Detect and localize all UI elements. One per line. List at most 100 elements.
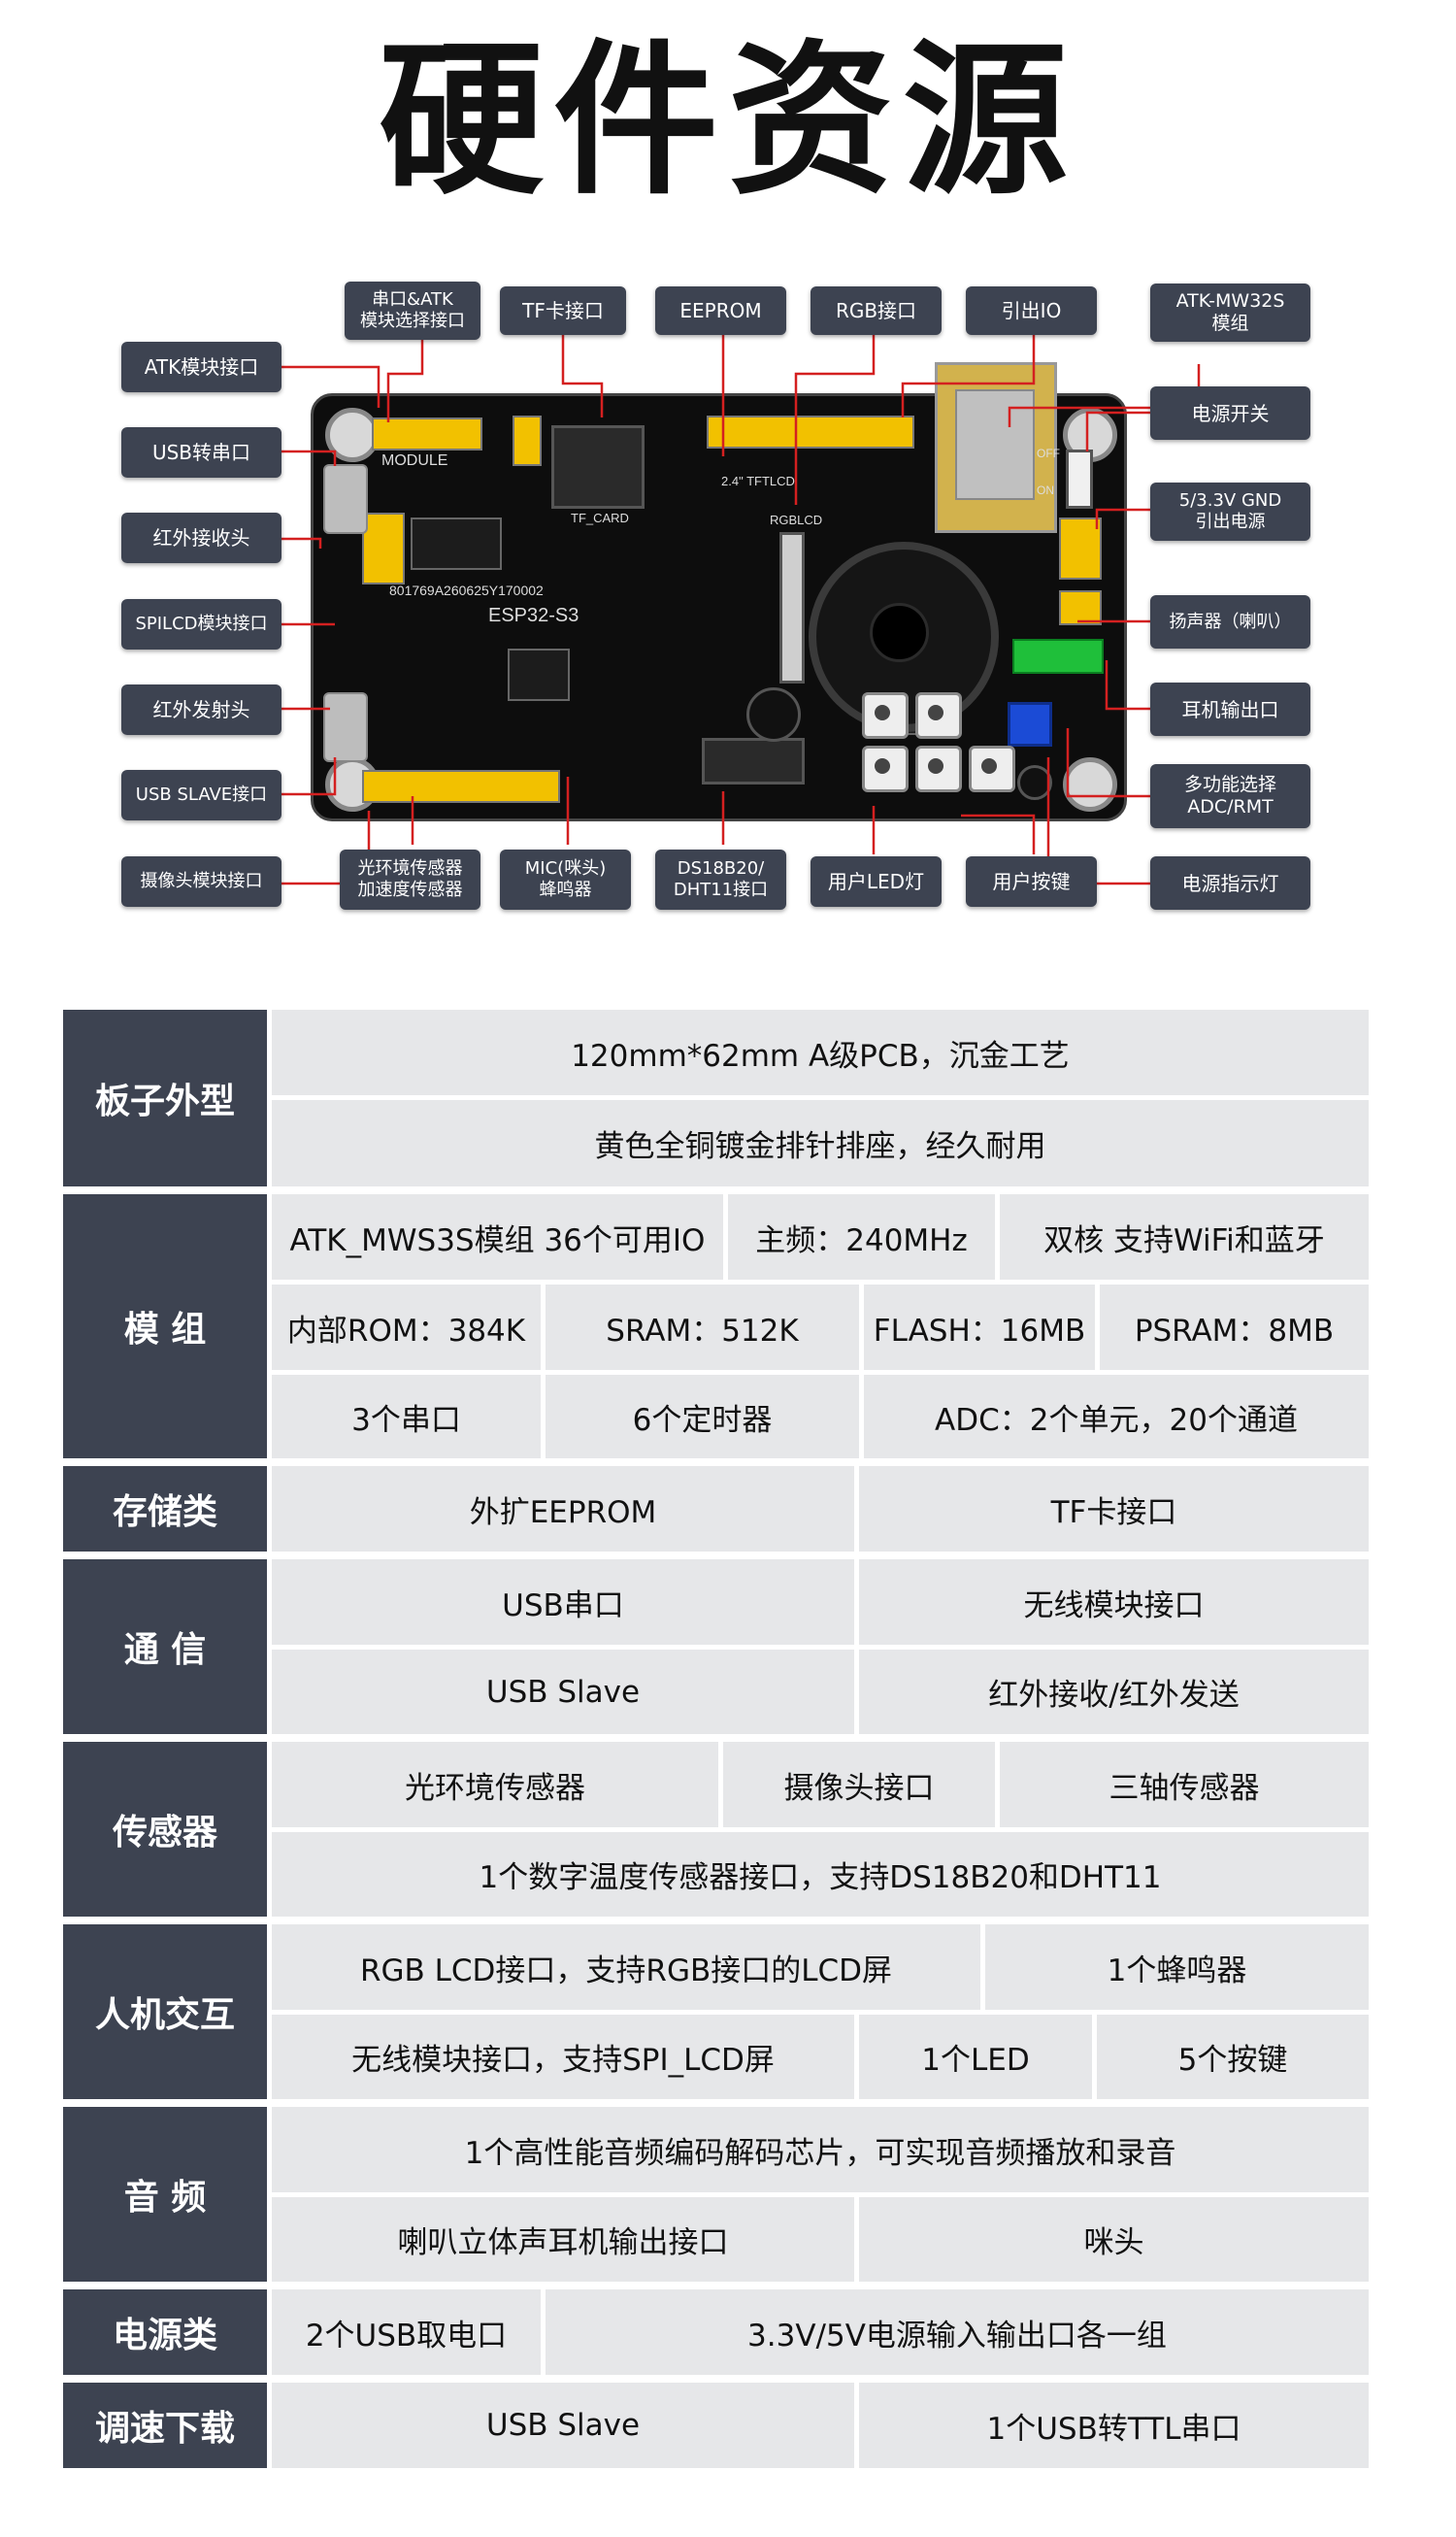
callout-speaker: 扬声器（喇叭） — [1150, 595, 1310, 649]
callout-headphone: 耳机输出口 — [1150, 683, 1310, 736]
uart-select-jumper — [513, 416, 542, 466]
category-label: 传感器 — [63, 1742, 267, 1917]
table-cell: 光环境传感器 — [272, 1742, 718, 1827]
callout-mic-buzzer: MIC(咪头) 蜂鸣器 — [500, 850, 631, 910]
category-label: 电源类 — [63, 2289, 267, 2375]
table-cell: 3个串口 — [272, 1375, 541, 1458]
table-row: 通 信 USB串口 无线模块接口 USB Slave 红外接收/红外发送 — [63, 1559, 1369, 1734]
table-cell: 3.3V/5V电源输入输出口各一组 — [546, 2289, 1369, 2375]
table-row: 音 频 1个高性能音频编码解码芯片，可实现音频播放和录音 喇叭立体声耳机输出接口… — [63, 2107, 1369, 2282]
table-row: 人机交互 RGB LCD接口，支持RGB接口的LCD屏 1个蜂鸣器 无线模块接口… — [63, 1924, 1369, 2099]
callout-spilcd: SPILCD模块接口 — [121, 599, 281, 650]
key2-button — [915, 692, 962, 739]
callout-rgb-interface: RGB接口 — [811, 286, 942, 335]
camera-header — [362, 770, 560, 803]
table-row: 调速下载 USB Slave 1个USB转TTL串口 — [63, 2383, 1369, 2468]
speaker-core — [870, 603, 929, 662]
callout-power-output: 5/3.3V GND 引出电源 — [1150, 483, 1310, 541]
table-cell: PSRAM：8MB — [1100, 1285, 1369, 1370]
power-out-header-2 — [1059, 590, 1102, 625]
page-title: 硬件资源 — [378, 25, 1077, 217]
callout-uart-atk-select: 串口&ATK 模块选择接口 — [345, 282, 480, 340]
table-cell: SRAM：512K — [546, 1285, 859, 1370]
tftlcd-text: 2.4" TFTLCD — [721, 474, 795, 488]
boot-button — [862, 692, 909, 739]
buzzer — [746, 687, 801, 742]
key0-button — [915, 746, 962, 792]
table-cell: 120mm*62mm A级PCB，沉金工艺 — [272, 1010, 1369, 1095]
dev-board-image: MODULE TF_CARD 2.4" TFTLCD RGBLCD 801769… — [311, 362, 1127, 821]
speaker — [809, 542, 999, 732]
callout-adc-rmt: 多功能选择 ADC/RMT — [1150, 764, 1310, 828]
table-cell: 咪头 — [859, 2197, 1369, 2282]
table-cell: 无线模块接口，支持SPI_LCD屏 — [272, 2015, 854, 2099]
callout-atk-module: ATK模块接口 — [121, 342, 281, 392]
category-label: 通 信 — [63, 1559, 267, 1734]
category-label: 人机交互 — [63, 1924, 267, 2099]
category-label: 音 频 — [63, 2107, 267, 2282]
callout-camera: 摄像头模块接口 — [121, 856, 281, 907]
callout-usb-uart: USB转串口 — [121, 427, 281, 478]
module-text: MODULE — [381, 452, 448, 469]
table-cell: 1个USB转TTL串口 — [859, 2383, 1369, 2468]
table-cell: 6个定时器 — [546, 1375, 859, 1458]
table-cell: RGB LCD接口，支持RGB接口的LCD屏 — [272, 1924, 980, 2010]
callout-usb-slave: USB SLAVE接口 — [121, 770, 281, 820]
table-cell: USB串口 — [272, 1559, 854, 1645]
ds18b20-socket — [702, 738, 805, 784]
table-cell: TF卡接口 — [859, 1466, 1369, 1552]
mic — [1017, 765, 1052, 800]
table-cell: 喇叭立体声耳机输出接口 — [272, 2197, 854, 2282]
table-cell: 2个USB取电口 — [272, 2289, 541, 2375]
table-cell: ADC：2个单元，20个通道 — [864, 1375, 1369, 1458]
power-out-header — [1059, 517, 1102, 580]
table-cell: 5个按键 — [1097, 2015, 1369, 2099]
table-cell: 黄色全铜镀金排针排座，经久耐用 — [272, 1100, 1369, 1186]
table-cell: 1个蜂鸣器 — [985, 1924, 1369, 2010]
callout-tf-card: TF卡接口 — [500, 286, 626, 335]
callout-ds18b20: DS18B20/ DHT11接口 — [655, 850, 786, 910]
esp32-text: ESP32-S3 — [488, 605, 579, 626]
atk-module-header — [372, 417, 482, 451]
category-label: 调速下载 — [63, 2383, 267, 2468]
callout-power-led: 电源指示灯 — [1150, 856, 1310, 910]
usb-uart-port — [323, 464, 368, 534]
mcu-chip — [508, 649, 570, 701]
spilcd-header — [362, 513, 405, 584]
table-cell: 1个LED — [859, 2015, 1092, 2099]
io-header — [707, 416, 914, 449]
table-row: 电源类 2个USB取电口 3.3V/5V电源输入输出口各一组 — [63, 2289, 1369, 2375]
table-cell: 双核 支持WiFi和蓝牙 — [1000, 1194, 1369, 1280]
table-cell: USB Slave — [272, 2383, 854, 2468]
category-label: 存储类 — [63, 1466, 267, 1552]
tf-card-slot — [551, 425, 645, 509]
callout-user-led: 用户LED灯 — [811, 856, 942, 907]
table-cell: FLASH：16MB — [864, 1285, 1095, 1370]
mount-hole — [1063, 757, 1117, 812]
table-cell: USB Slave — [272, 1650, 854, 1734]
callout-light-accel-sensor: 光环境传感器 加速度传感器 — [340, 850, 480, 910]
table-cell: 1个高性能音频编码解码芯片，可实现音频播放和录音 — [272, 2107, 1369, 2192]
usb-slave-port — [323, 692, 368, 762]
callout-eeprom: EEPROM — [655, 286, 786, 335]
table-cell: 红外接收/红外发送 — [859, 1650, 1369, 1734]
headphone-terminal — [1012, 639, 1104, 674]
table-row: 板子外型 120mm*62mm A级PCB，沉金工艺 黄色全铜镀金排针排座，经久… — [63, 1010, 1369, 1186]
table-cell: 1个数字温度传感器接口，支持DS18B20和DHT11 — [272, 1832, 1369, 1917]
off-text: OFF — [1037, 447, 1060, 460]
table-cell: 内部ROM：384K — [272, 1285, 541, 1370]
tf-card-text: TF_CARD — [571, 511, 629, 525]
rgb-fpc-connector — [779, 532, 805, 684]
table-cell: 无线模块接口 — [859, 1559, 1369, 1645]
table-row: 传感器 光环境传感器 摄像头接口 三轴传感器 1个数字温度传感器接口，支持DS1… — [63, 1742, 1369, 1917]
callout-io-breakout: 引出IO — [966, 286, 1097, 335]
table-cell: 三轴传感器 — [1000, 1742, 1369, 1827]
key1-button — [969, 746, 1015, 792]
table-row: 模 组 ATK_MWS3S模组 36个可用IO 主频：240MHz 双核 支持W… — [63, 1194, 1369, 1458]
ch340-chip — [411, 517, 502, 570]
callout-ir-receiver: 红外接收头 — [121, 513, 281, 563]
reset-button — [862, 746, 909, 792]
adc-potentiometer — [1008, 702, 1052, 747]
category-label: 板子外型 — [63, 1010, 267, 1186]
callout-user-keys: 用户按键 — [966, 856, 1097, 907]
